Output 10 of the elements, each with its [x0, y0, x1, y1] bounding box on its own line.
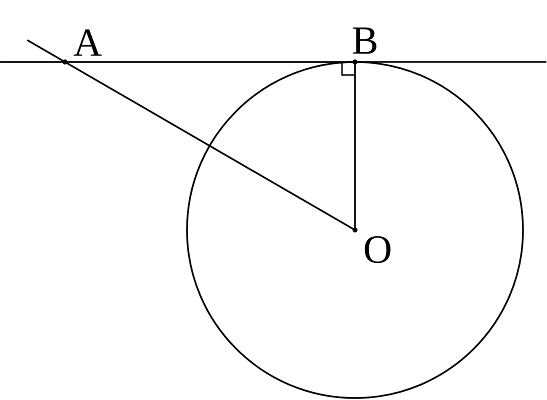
line-segment — [65, 61, 355, 63]
line-segment — [64, 61, 356, 231]
circle — [186, 61, 524, 399]
labeled-point: B — [352, 27, 376, 64]
line-segment — [354, 62, 356, 230]
labeled-point: O — [352, 228, 390, 264]
node-label: A — [74, 29, 102, 56]
labeled-point: A — [62, 29, 102, 64]
node-label: B — [352, 27, 376, 54]
node-label: O — [364, 236, 390, 264]
